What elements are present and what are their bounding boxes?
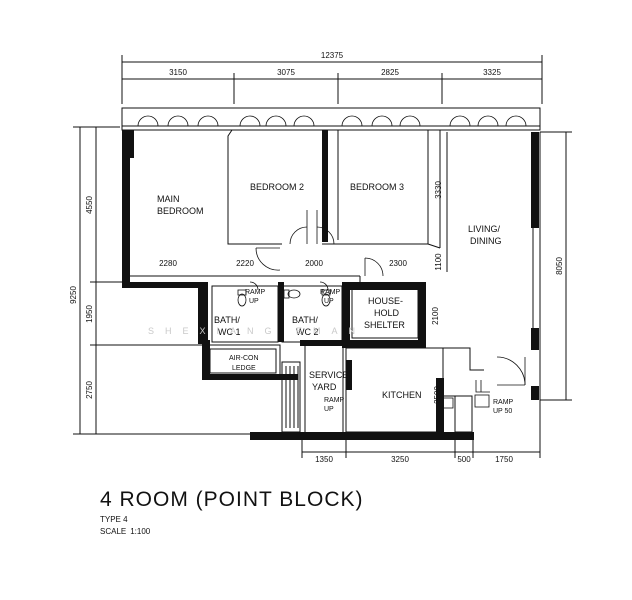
label-main-bedroom-1: MAIN: [157, 194, 180, 204]
dim-internal-6: 1100: [434, 253, 443, 271]
label-main-bedroom-2: BEDROOM: [157, 206, 204, 216]
dim-right-total: 8050: [555, 257, 564, 275]
plan-scale-value: 1:100: [130, 527, 151, 536]
label-ramp-bath2-1: RAMP: [320, 289, 341, 296]
dim-internal-2: 2220: [236, 259, 254, 268]
label-ramp-yard-1: RAMP: [324, 397, 345, 404]
door-swings: [249, 210, 526, 386]
dim-left-1: 4550: [85, 196, 94, 214]
dim-top-3: 2825: [381, 68, 399, 77]
dim-internal-8: 2500: [433, 386, 442, 404]
dim-internal-7: 2100: [431, 307, 440, 325]
plan-title: 4 ROOM (POINT BLOCK): [100, 488, 364, 511]
label-bath1-1: BATH/: [214, 315, 240, 325]
label-living-2: DINING: [470, 236, 502, 246]
dim-left-2: 1950: [85, 305, 94, 323]
label-aircon-2: LEDGE: [232, 365, 256, 372]
label-bedroom-3: BEDROOM 3: [350, 182, 404, 192]
label-bedroom-2: BEDROOM 2: [250, 182, 304, 192]
label-ramp-yard-2: UP: [324, 406, 334, 413]
label-service-yard-1: SERVICE: [309, 370, 348, 380]
label-bath1-2: WC 1: [218, 327, 241, 337]
label-bath2-1: BATH/: [292, 315, 318, 325]
label-bath2-2: WC 2: [296, 327, 319, 337]
label-aircon-1: AIR-CON: [229, 355, 259, 362]
label-shelter-1: HOUSE-: [368, 296, 403, 306]
bottom-dimension-lines: [301, 400, 541, 458]
label-ramp-entry-1: RAMP: [493, 399, 514, 406]
dim-internal-4: 2300: [389, 259, 407, 268]
top-dimension-lines: [121, 55, 543, 104]
dim-left-total: 9250: [69, 286, 78, 304]
right-dimension-lines: [446, 131, 572, 401]
toilet-fixtures: [237, 289, 490, 409]
label-ramp-bath1-2: UP: [249, 298, 259, 305]
dim-bottom-4: 1750: [495, 455, 513, 464]
dim-internal-5: 3330: [434, 181, 443, 199]
top-window-band: [121, 107, 541, 131]
dim-internal-3: 2000: [305, 259, 323, 268]
label-shelter-2: HOLD: [374, 308, 400, 318]
plan-type: TYPE 4: [100, 515, 128, 524]
label-ramp-bath2-2: UP: [324, 298, 334, 305]
label-ramp-bath1-1: RAMP: [245, 289, 266, 296]
label-shelter-3: SHELTER: [364, 320, 405, 330]
dim-bottom-3: 500: [457, 455, 471, 464]
structural-walls: [122, 130, 539, 440]
dim-bottom-2: 3250: [391, 455, 409, 464]
dim-top-2: 3075: [277, 68, 295, 77]
label-ramp-entry-2: UP 50: [493, 408, 512, 415]
dim-left-3: 2750: [85, 381, 94, 399]
label-kitchen: KITCHEN: [382, 390, 422, 400]
label-service-yard-2: YARD: [312, 382, 337, 392]
dim-top-1: 3150: [169, 68, 187, 77]
dim-bottom-1: 1350: [315, 455, 333, 464]
watermark-text: SHEXIANG EMAN: [148, 326, 366, 336]
dim-top-total: 12375: [321, 51, 344, 60]
left-dimension-lines: [73, 126, 250, 435]
label-living-1: LIVING/: [468, 224, 501, 234]
dim-internal-1: 2280: [159, 259, 177, 268]
plan-scale-label: SCALE: [100, 527, 127, 536]
dim-top-4: 3325: [483, 68, 501, 77]
